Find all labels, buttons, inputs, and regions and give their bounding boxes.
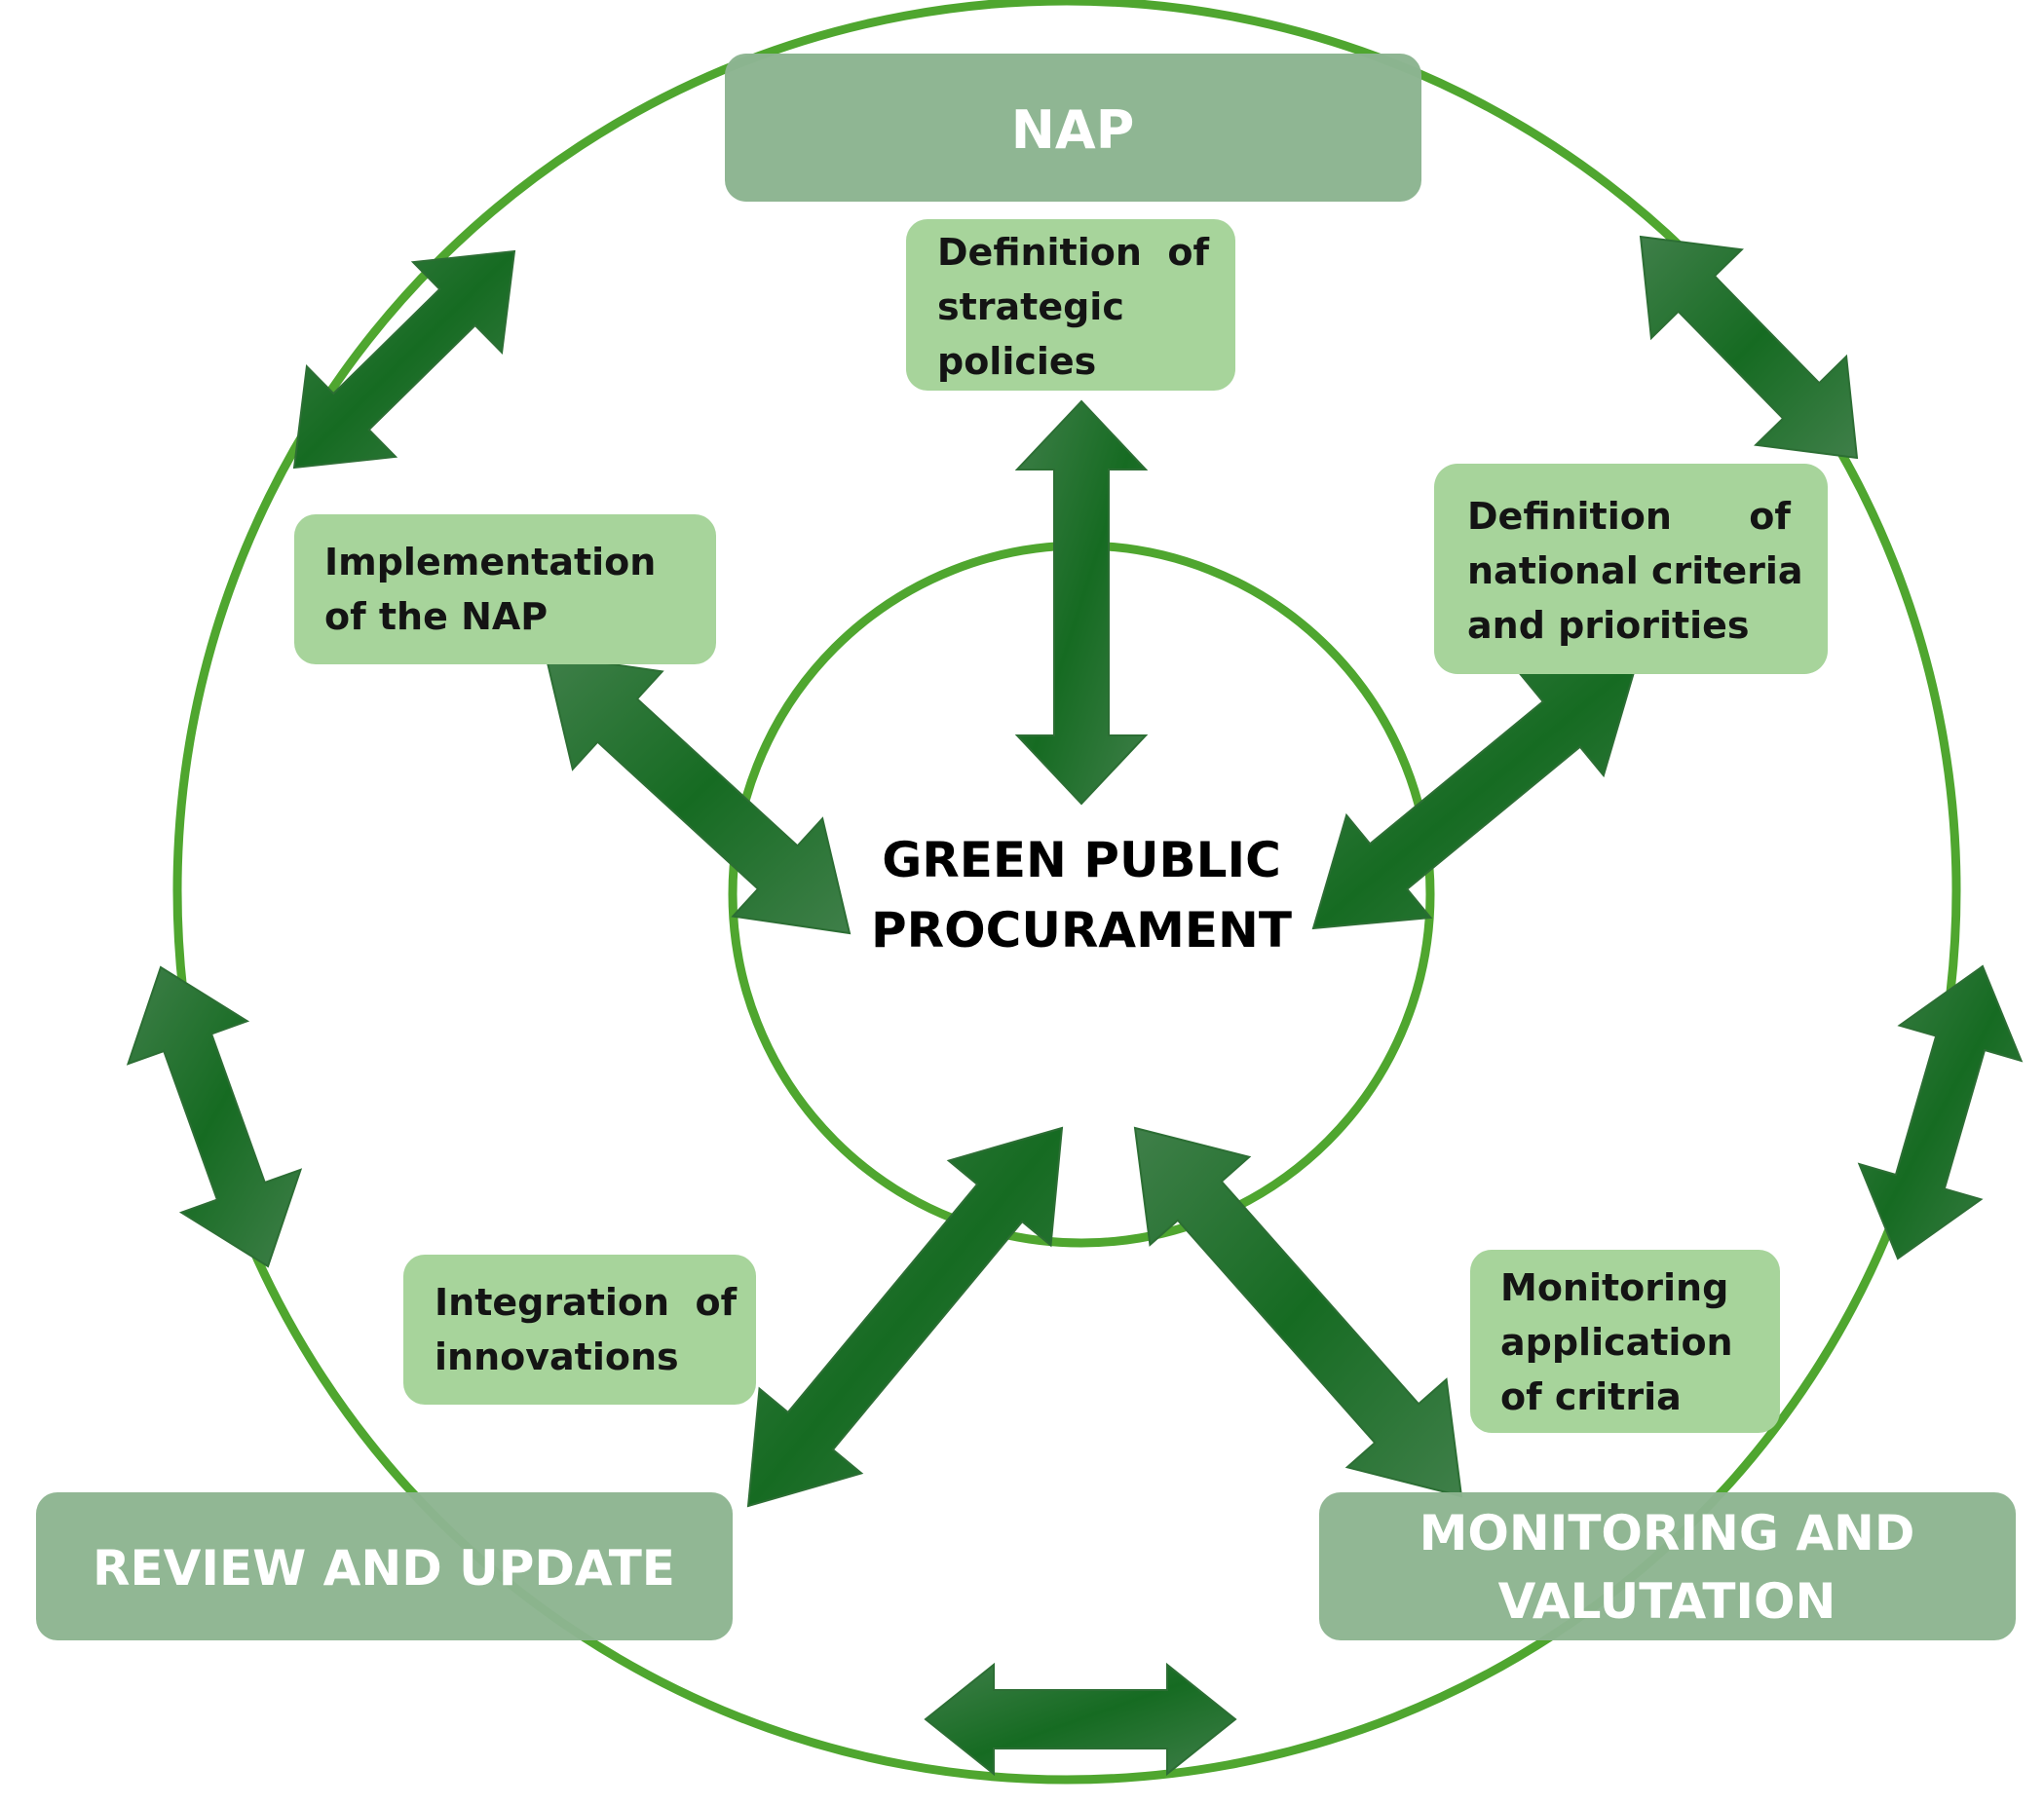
step-strategic-line2: strategic xyxy=(937,285,1124,328)
step-integration-of-innovations: Integration of innovations xyxy=(403,1255,756,1405)
arrow-criteria-to-monitoring xyxy=(1857,964,2024,1260)
step-strategic-policies: Definition of strategic policies xyxy=(906,219,1235,391)
step-national-criteria: Definition of national criteria and prio… xyxy=(1434,464,1828,674)
cycle-arrows xyxy=(126,235,2024,1777)
spoke-monitoring xyxy=(1133,1126,1463,1498)
spoke-arrows xyxy=(544,399,1639,1508)
step-monitoring-application: Monitoring application of critria xyxy=(1470,1250,1780,1433)
stage-review-and-update: REVIEW AND UPDATE xyxy=(36,1492,733,1640)
arrow-review-to-implementation xyxy=(126,965,303,1268)
spoke-criteria xyxy=(1311,660,1639,930)
step-strategic-line3: policies xyxy=(937,340,1096,383)
arrow-review-to-monitoring xyxy=(924,1662,1237,1777)
stage-monitoring-and-valutation: MONITORING AND VALUTATION xyxy=(1319,1492,2016,1640)
step-innovations-line2: innovations xyxy=(435,1335,679,1378)
center-label-line2: PROCURAMENT xyxy=(871,902,1292,959)
step-criteria-line3: and priorities xyxy=(1467,604,1750,647)
arrow-nap-to-implementation xyxy=(292,249,516,470)
center-label-line1: GREEN PUBLIC xyxy=(882,832,1281,888)
step-monitoring-line1: Monitoring xyxy=(1500,1266,1728,1309)
step-criteria-line1: Definition of xyxy=(1467,495,1791,538)
stage-review-label: REVIEW AND UPDATE xyxy=(93,1540,675,1597)
step-monitoring-line3: of critria xyxy=(1500,1375,1682,1418)
arrow-nap-to-criteria xyxy=(1639,235,1859,460)
stage-nap: NAP xyxy=(725,54,1421,202)
spoke-implementation xyxy=(544,653,852,935)
step-innovations-line1: Integration of xyxy=(435,1281,738,1324)
spoke-strategic xyxy=(1014,399,1149,806)
step-implementation-line1: Implementation xyxy=(324,541,656,583)
step-monitoring-line2: application xyxy=(1500,1321,1733,1364)
stage-monitoring-label-line1: MONITORING AND xyxy=(1419,1505,1915,1561)
step-criteria-line2: national criteria xyxy=(1467,549,1803,592)
center-label: GREEN PUBLIC PROCURAMENT xyxy=(871,832,1292,959)
stage-nap-label: NAP xyxy=(1011,99,1135,161)
stage-monitoring-label-line2: VALUTATION xyxy=(1498,1573,1836,1630)
step-implementation-of-nap: Implementation of the NAP xyxy=(294,514,716,664)
outer-cycle-ring xyxy=(172,0,1961,1785)
step-implementation-line2: of the NAP xyxy=(324,595,548,638)
step-strategic-line1: Definition of xyxy=(937,231,1209,274)
spoke-innovations xyxy=(746,1126,1064,1508)
